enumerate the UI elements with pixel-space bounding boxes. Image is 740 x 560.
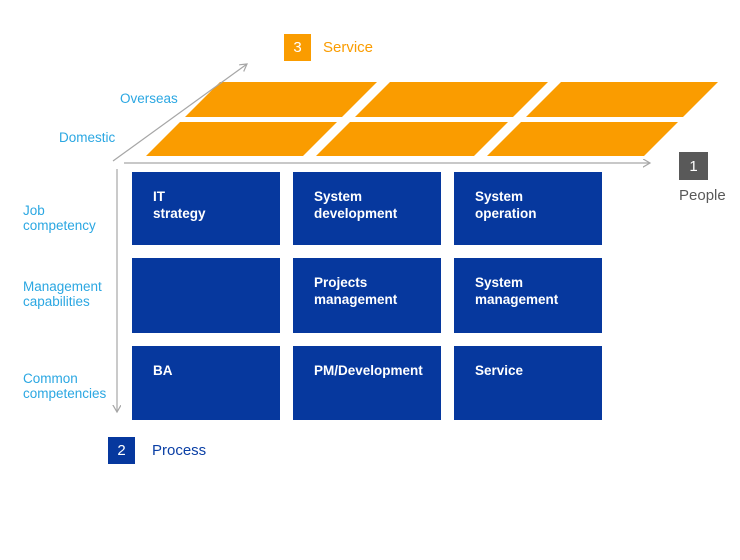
matrix-row-label-common-competencies: Common competencies [23, 371, 107, 401]
process-axis-text: Process [152, 442, 207, 459]
matrix-cell-system-operation: System operation [454, 172, 602, 245]
matrix-cell-service: Service [454, 346, 602, 420]
matrix-cell-system-development: System development [293, 172, 441, 245]
service-plane-cell [355, 82, 548, 117]
service-plane-cell [316, 121, 509, 156]
matrix-cell-system-management: System management [454, 258, 602, 333]
matrix-row-label-job-competency: Job competency [23, 203, 96, 233]
people-number-badge: 1 [679, 152, 708, 180]
process-number-badge: 2 [108, 437, 135, 464]
service-plane-cell [146, 121, 338, 156]
competency-matrix: IT strategy System development System op… [132, 172, 602, 420]
service-plane [146, 82, 718, 156]
matrix-cell-it-strategy: IT strategy [132, 172, 280, 245]
domestic-label: Domestic [59, 130, 116, 145]
matrix-cell-pm-development: PM/Development [293, 346, 441, 420]
service-plane-cell [185, 82, 378, 117]
people-axis-label: 1 People [679, 152, 726, 204]
overseas-label: Overseas [120, 91, 178, 106]
service-number-badge: 3 [284, 34, 311, 61]
matrix-row-label-management-capabilities: Management capabilities [23, 279, 102, 309]
matrix-cell-ba: BA [132, 346, 280, 420]
people-axis-text: People [679, 187, 726, 204]
service-axis-label: 3 Service [284, 34, 373, 61]
service-plane-cell [526, 82, 718, 117]
service-axis-text: Service [323, 39, 374, 56]
process-axis-label: 2 Process [108, 437, 206, 464]
matrix-cell-empty [132, 258, 280, 333]
matrix-cell-projects-management: Projects management [293, 258, 441, 333]
service-plane-cell [486, 121, 679, 156]
